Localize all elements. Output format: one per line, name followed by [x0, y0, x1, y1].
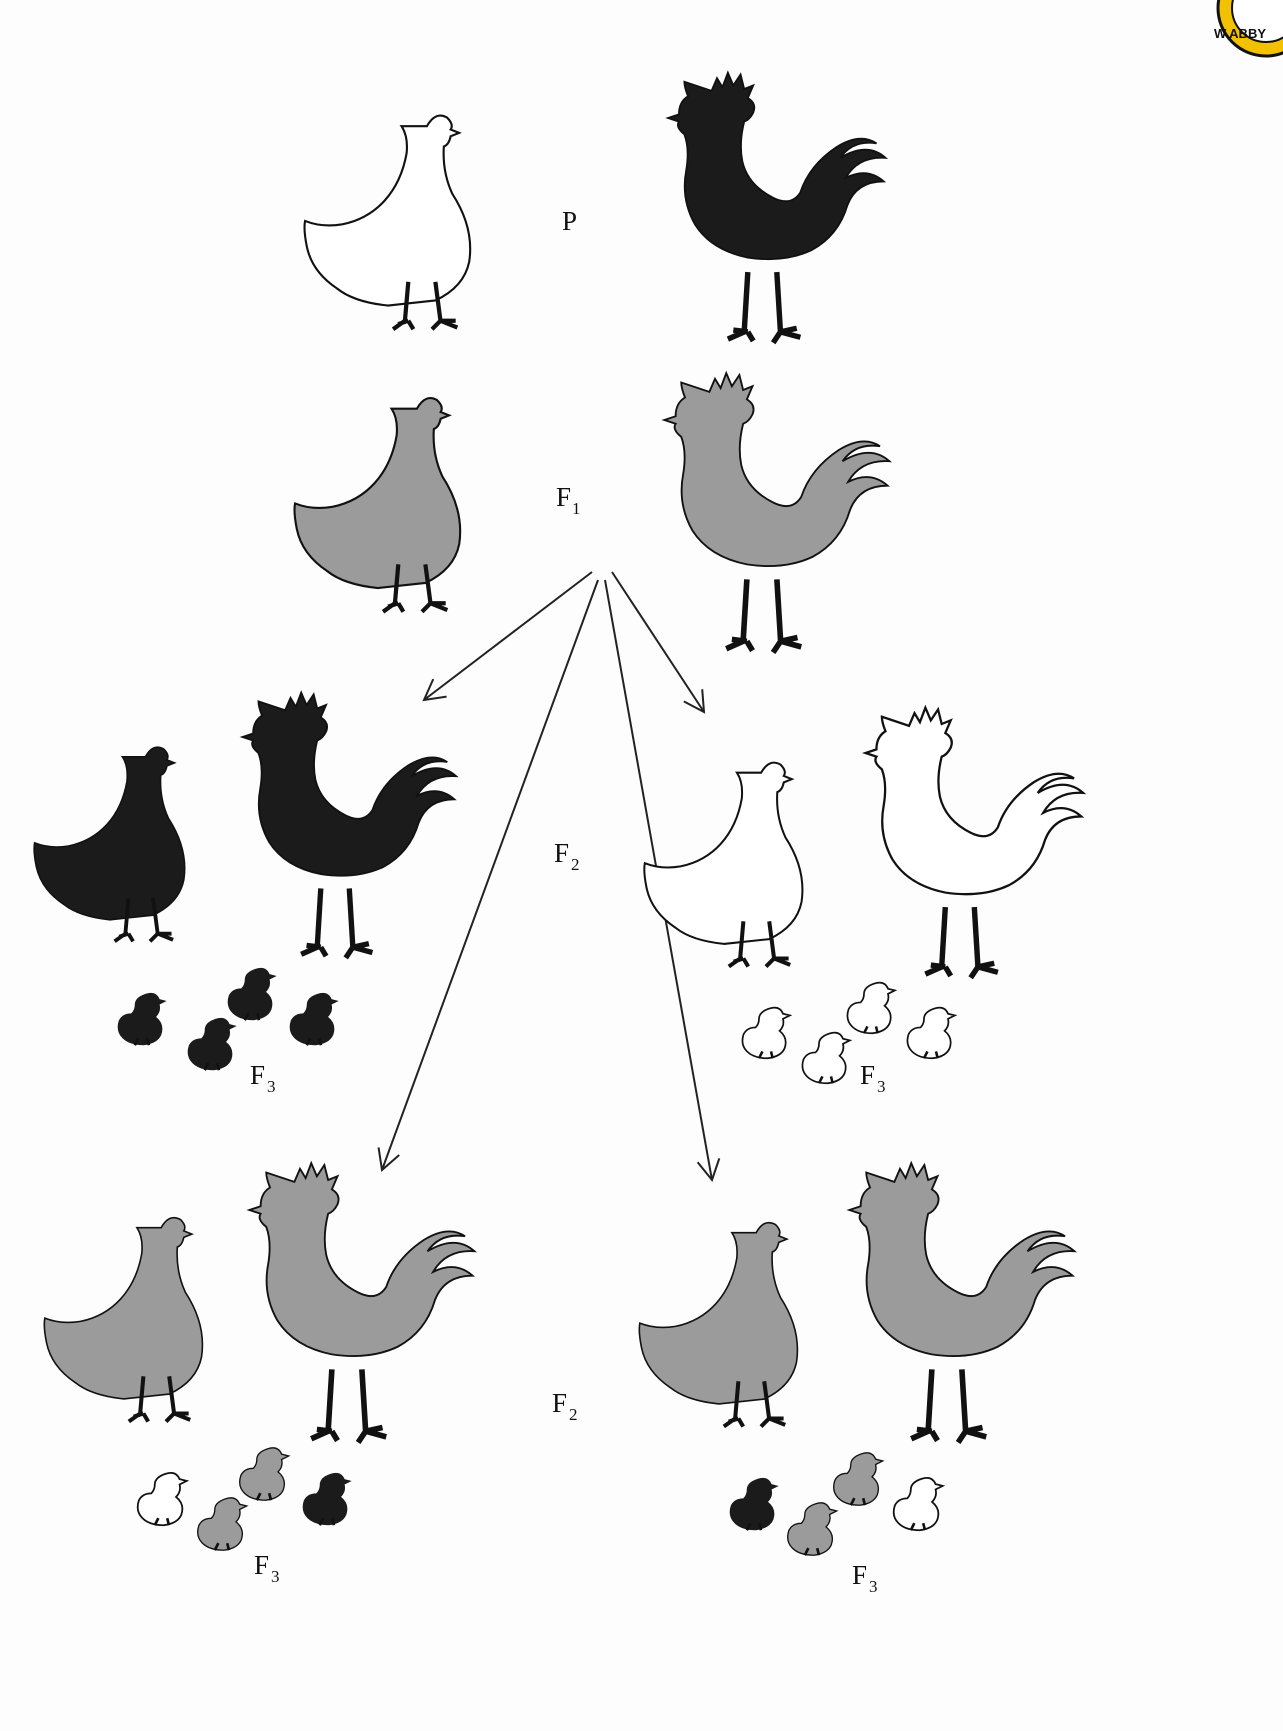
label-f2-upper-sub: 2: [571, 855, 580, 874]
label-f2-lower-sub: 2: [569, 1405, 578, 1424]
label-f3-black: F: [250, 1060, 265, 1090]
label-f3-mixed-left-sub: 3: [271, 1567, 280, 1586]
label-f3-white-sub: 3: [877, 1077, 886, 1096]
arrow-to-blue-f2-left: [382, 580, 598, 1170]
label-f3-mixed-right-sub: 3: [869, 1577, 878, 1596]
f3-black-chicks: [118, 968, 339, 1070]
label-f1: F: [556, 482, 571, 512]
p-hen-white: [305, 116, 471, 330]
label-f3-black-sub: 3: [267, 1077, 276, 1096]
f2-blue-pair-left: [44, 1163, 474, 1442]
label-f3-mixed-left: F: [254, 1550, 269, 1580]
f3-mixed-chicks-right: [730, 1453, 943, 1555]
f1-rooster-blue: [664, 373, 889, 652]
f3-mixed-chicks-left: [138, 1448, 352, 1550]
arrow-to-black-f2: [424, 572, 592, 700]
label-f3-mixed-right: F: [852, 1560, 867, 1590]
f2-white-pair: [644, 708, 1083, 978]
f2-black-pair: [34, 692, 456, 957]
watermark-badge: W.ABBY: [1214, 0, 1283, 56]
f3-white-chicks: [742, 983, 954, 1084]
label-f2-lower: F: [552, 1388, 567, 1418]
label-p: P: [562, 206, 577, 236]
label-f3-white: F: [860, 1060, 875, 1090]
watermark-text: W.ABBY: [1214, 26, 1266, 41]
f2-blue-pair-right: [639, 1163, 1074, 1442]
label-f1-sub: 1: [572, 499, 581, 518]
label-f2-upper: F: [554, 838, 569, 868]
p-rooster-black: [668, 73, 886, 343]
f1-hen-blue: [295, 398, 461, 612]
